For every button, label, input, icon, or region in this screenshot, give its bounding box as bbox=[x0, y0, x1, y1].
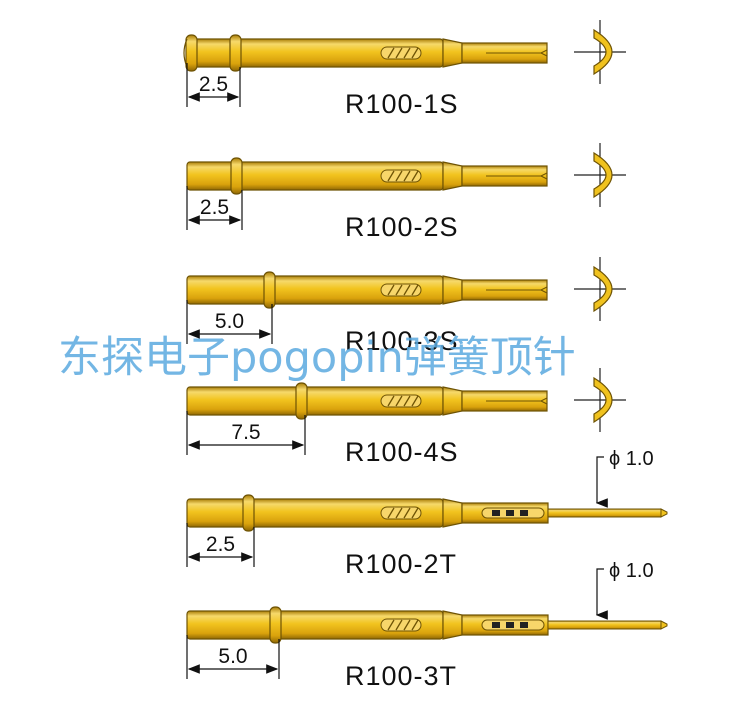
window-coil-4 bbox=[411, 170, 419, 182]
barrel-taper bbox=[442, 610, 463, 640]
crown-tip-icon bbox=[593, 151, 613, 199]
barrel-taper bbox=[442, 38, 463, 68]
barrel-taper bbox=[442, 386, 463, 416]
collar-1 bbox=[263, 271, 276, 309]
window-coil-1 bbox=[387, 395, 395, 407]
barrel-window bbox=[380, 618, 422, 632]
watermark: 东探电子pogopin弹簧顶针 bbox=[58, 333, 576, 383]
collar-1 bbox=[269, 606, 282, 644]
window-coil-1 bbox=[387, 47, 395, 59]
window-coil-3 bbox=[403, 47, 411, 59]
window-dot-2 bbox=[506, 622, 514, 628]
plunger-slot bbox=[486, 49, 548, 57]
wire-tip bbox=[547, 620, 662, 630]
window-dot-3 bbox=[520, 622, 528, 628]
window-coil-3 bbox=[403, 507, 411, 519]
window-coil-3 bbox=[403, 284, 411, 296]
window-dot-1 bbox=[492, 622, 500, 628]
barrel-window bbox=[380, 46, 422, 60]
dimension-value: 7.5 bbox=[231, 421, 260, 444]
window-coil-2 bbox=[395, 619, 403, 631]
plunger-slot bbox=[486, 286, 548, 294]
crown-tip-icon bbox=[593, 28, 613, 76]
diameter-label: ϕ 1.0 bbox=[609, 448, 654, 470]
window-coil-1 bbox=[387, 170, 395, 182]
dimension-value: 2.5 bbox=[206, 533, 235, 556]
collar-1 bbox=[295, 382, 308, 420]
barrel-window bbox=[380, 169, 422, 183]
model-label: R100-2T bbox=[345, 549, 457, 579]
dimension-value: 5.0 bbox=[218, 645, 247, 668]
window-coil-3 bbox=[403, 619, 411, 631]
barrel-taper bbox=[442, 275, 463, 305]
barrel-flare bbox=[183, 38, 188, 68]
collar-1 bbox=[185, 34, 198, 72]
window-dot-3 bbox=[520, 510, 528, 516]
window-coil-4 bbox=[411, 284, 419, 296]
window-dot-2 bbox=[506, 510, 514, 516]
model-label: R100-1S bbox=[345, 89, 459, 119]
model-label: R100-3T bbox=[345, 661, 457, 691]
probes-layer: 2.5R100-1S2.5R100-2S5.0R100-3S7.5R100-4S… bbox=[183, 20, 668, 691]
window-coil-4 bbox=[411, 395, 419, 407]
barrel-window bbox=[380, 283, 422, 297]
diameter-leader bbox=[595, 568, 608, 620]
model-label: R100-4S bbox=[345, 437, 459, 467]
window-coil-1 bbox=[387, 619, 395, 631]
window-coil-1 bbox=[387, 284, 395, 296]
window-coil-4 bbox=[411, 47, 419, 59]
plunger-slot bbox=[486, 397, 548, 405]
window-coil-2 bbox=[395, 170, 403, 182]
window-coil-1 bbox=[387, 507, 395, 519]
plunger-slot bbox=[486, 172, 548, 180]
model-label: R100-3S bbox=[345, 326, 459, 356]
wire-point bbox=[660, 508, 668, 518]
collar-1 bbox=[242, 494, 255, 532]
model-label: R100-2S bbox=[345, 212, 459, 242]
window-coil-3 bbox=[403, 395, 411, 407]
crown-tip-icon bbox=[593, 376, 613, 424]
wire-tip bbox=[547, 508, 662, 518]
dimension-value: 2.5 bbox=[200, 196, 229, 219]
window-coil-4 bbox=[411, 507, 419, 519]
window-coil-2 bbox=[395, 47, 403, 59]
barrel-window bbox=[380, 394, 422, 408]
dimension-value: 5.0 bbox=[215, 310, 244, 333]
diameter-leader bbox=[595, 456, 608, 508]
window-dot-1 bbox=[492, 510, 500, 516]
window-coil-2 bbox=[395, 507, 403, 519]
window-coil-3 bbox=[403, 170, 411, 182]
dimension-value: 2.5 bbox=[199, 73, 228, 96]
collar-2 bbox=[229, 34, 242, 72]
barrel-taper bbox=[442, 161, 463, 191]
window-coil-2 bbox=[395, 284, 403, 296]
crown-tip-icon bbox=[593, 265, 613, 313]
diameter-label: ϕ 1.0 bbox=[609, 560, 654, 582]
barrel-taper bbox=[442, 498, 463, 528]
window-coil-2 bbox=[395, 395, 403, 407]
window-coil-4 bbox=[411, 619, 419, 631]
barrel-window bbox=[380, 506, 422, 520]
collar-1 bbox=[230, 157, 243, 195]
wire-point bbox=[660, 620, 668, 630]
